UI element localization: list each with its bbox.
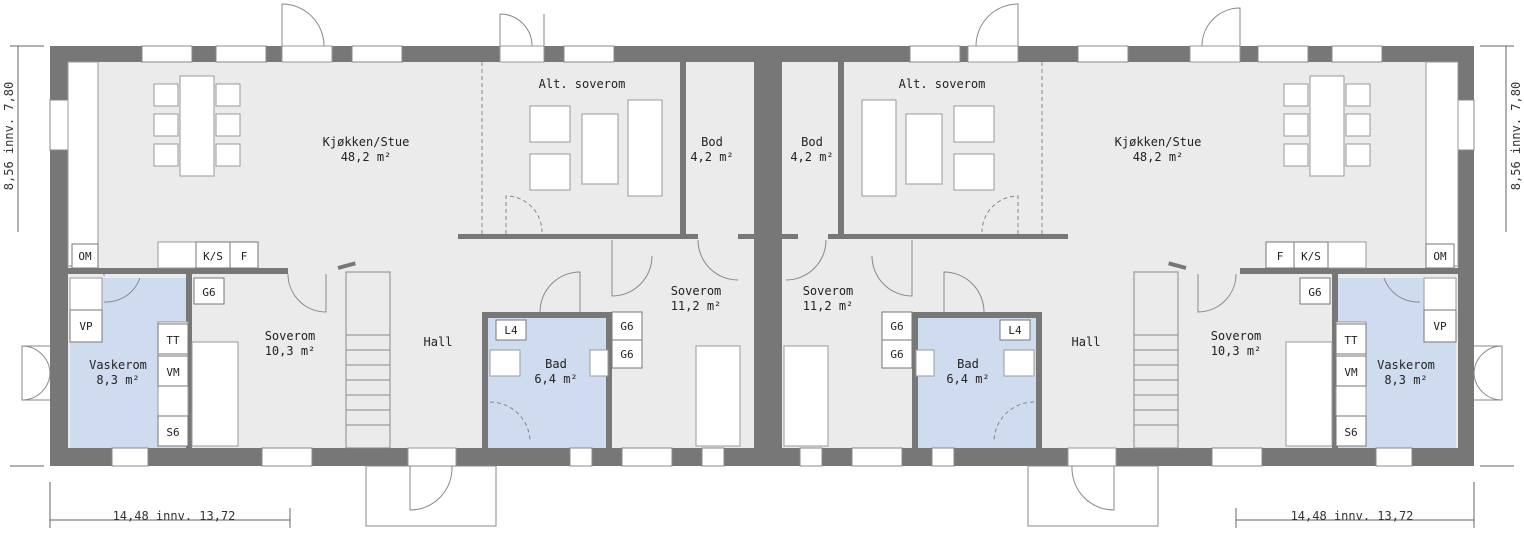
soverom-small-left-name: Soverom (265, 329, 316, 343)
alt-soverom-left: Alt. soverom (539, 77, 626, 91)
soverom-small-right-name: Soverom (1211, 329, 1262, 343)
tt-right: TT (1344, 334, 1358, 347)
g6-left-c: G6 (620, 348, 633, 361)
f-right: F (1277, 250, 1284, 263)
interior-doors (103, 62, 1421, 443)
vaskerom-right-name: Vaskerom (1377, 358, 1435, 372)
s6-right: S6 (1344, 426, 1357, 439)
g6-left-b: G6 (620, 320, 633, 333)
width-left-label: 14,48 innv. 13,72 (113, 509, 236, 523)
ks-left: K/S (203, 250, 223, 263)
dimension-labels: 14,48 innv. 13,72 14,48 innv. 13,72 8,56… (2, 82, 1523, 523)
depth-left-label: 8,56 innv. 7,80 (2, 82, 16, 190)
depth-right-label: 8,56 innv. 7,80 (1509, 82, 1523, 190)
vm-left: VM (166, 366, 180, 379)
kitchen-right-area: 48,2 m² (1133, 150, 1184, 164)
bad-right-area: 6,4 m² (946, 372, 989, 386)
ks-right: K/S (1301, 250, 1321, 263)
vp-left: VP (79, 320, 93, 333)
f-left: F (241, 250, 248, 263)
soverom-big-left-name: Soverom (671, 284, 722, 298)
vaskerom-right-area: 8,3 m² (1384, 373, 1427, 387)
soverom-small-left-area: 10,3 m² (265, 344, 316, 358)
om-left: OM (78, 250, 92, 263)
l4-left: L4 (504, 324, 518, 337)
soverom-big-right-area: 11,2 m² (803, 299, 854, 313)
g6-right-b: G6 (890, 320, 903, 333)
exterior-doors (21, 3, 1503, 527)
bod-left-name: Bod (701, 135, 723, 149)
bad-left-name: Bad (545, 357, 567, 371)
fixture-labels: OM K/S F G6 VP TT VM S6 L4 G6 G6 OM K/S … (78, 250, 1447, 439)
vm-right: VM (1344, 366, 1358, 379)
bod-left-area: 4,2 m² (690, 150, 733, 164)
fixture-boxes (69, 241, 1457, 447)
dimension-lines (10, 45, 1514, 528)
vp-right: VP (1433, 320, 1447, 333)
kitchen-left-area: 48,2 m² (341, 150, 392, 164)
hall-right: Hall (1072, 335, 1101, 349)
hall-left: Hall (424, 335, 453, 349)
soverom-small-right-area: 10,3 m² (1211, 344, 1262, 358)
g6-right-c: G6 (890, 348, 903, 361)
kitchen-right-name: Kjøkken/Stue (1115, 135, 1202, 149)
l4-right: L4 (1008, 324, 1022, 337)
s6-left: S6 (166, 426, 179, 439)
bod-right-area: 4,2 m² (790, 150, 833, 164)
walls (50, 46, 1474, 466)
soverom-big-right-name: Soverom (803, 284, 854, 298)
soverom-big-left-area: 11,2 m² (671, 299, 722, 313)
room-labels: Kjøkken/Stue 48,2 m² Alt. soverom Bod 4,… (89, 77, 1435, 387)
bad-left-area: 6,4 m² (534, 372, 577, 386)
bod-right-name: Bod (801, 135, 823, 149)
alt-soverom-right: Alt. soverom (899, 77, 986, 91)
kitchen-left-name: Kjøkken/Stue (323, 135, 410, 149)
tt-left: TT (166, 334, 180, 347)
om-right: OM (1433, 250, 1447, 263)
vaskerom-left-area: 8,3 m² (96, 373, 139, 387)
bad-right-name: Bad (957, 357, 979, 371)
g6-left-a: G6 (202, 286, 215, 299)
width-right-label: 14,48 innv. 13,72 (1291, 509, 1414, 523)
windows (49, 45, 1475, 467)
g6-right-a: G6 (1308, 286, 1321, 299)
vaskerom-left-name: Vaskerom (89, 358, 147, 372)
